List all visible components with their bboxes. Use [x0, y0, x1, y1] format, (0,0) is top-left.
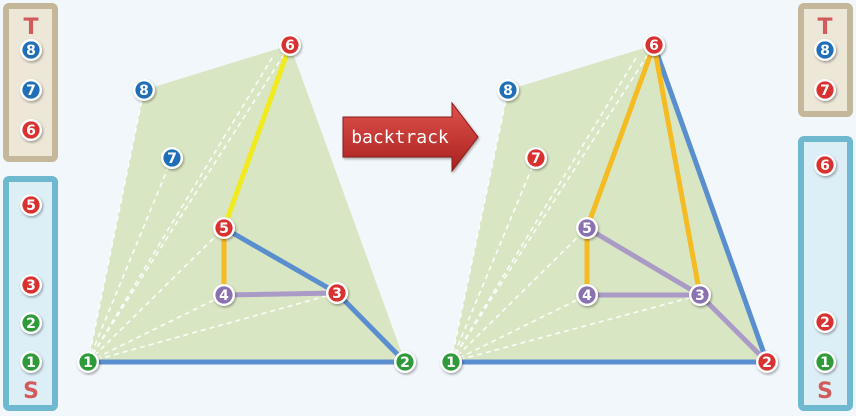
backtrack-label: backtrack [351, 127, 449, 148]
before-edge-2-3 [335, 291, 407, 364]
after-point-3-label: 3 [695, 288, 705, 304]
before-s-stack-item-1-label: 1 [26, 355, 36, 371]
before-t-stack-item-7: 7 [20, 79, 42, 101]
after-edge-2-3 [698, 293, 769, 364]
after-s-stack-item-2-label: 2 [820, 315, 830, 331]
before-t-stack-item-7-label: 7 [26, 83, 36, 99]
after-point-2: 2 [756, 351, 778, 373]
before-point-3: 3 [326, 282, 348, 304]
before-point-1: 1 [77, 351, 99, 373]
before-s-stack-item-3: 3 [20, 274, 42, 296]
after-edge-2-6 [651, 44, 770, 363]
before-diagram [87, 44, 407, 365]
before-s-stack-item-1: 1 [20, 351, 42, 373]
before-point-5: 5 [213, 217, 235, 239]
s-stack-right-letter: S [817, 379, 833, 404]
after-points: 1 2 3 4 5 6 7 8 [440, 34, 778, 373]
after-diagram [450, 44, 770, 365]
t-stack-right-letter: T [817, 15, 832, 40]
before-t-stack-item-8-label: 8 [26, 43, 36, 59]
before-point-2: 2 [394, 351, 416, 373]
before-t-stack-item-6-label: 6 [26, 123, 36, 139]
before-hull-region [88, 45, 405, 362]
after-s-stack-item-2: 2 [814, 311, 836, 333]
after-point-2-label: 2 [762, 355, 772, 371]
before-point-4: 4 [213, 284, 235, 306]
before-point-8-label: 8 [139, 83, 149, 99]
before-s-stack-item-3-label: 3 [26, 278, 36, 294]
after-point-1-label: 1 [446, 355, 456, 371]
s-stack-right [798, 136, 853, 411]
before-s-stack-item-2-label: 2 [26, 316, 36, 332]
after-point-7: 7 [525, 147, 547, 169]
after-s-stack-item-6: 6 [814, 154, 836, 176]
before-edge-3-5 [222, 225, 339, 296]
after-point-6-label: 6 [649, 38, 659, 54]
after-point-3: 3 [689, 284, 711, 306]
before-points: 1 2 3 4 5 6 7 8 [77, 34, 416, 373]
before-point-3-label: 3 [332, 286, 342, 302]
before-t-stack-item-8: 8 [20, 39, 42, 61]
after-fan-lines [450, 44, 701, 363]
before-s-stack-item-5: 5 [20, 194, 42, 216]
after-point-4: 4 [576, 284, 598, 306]
after-edge-3-5 [585, 225, 702, 298]
backtrack-arrow [342, 101, 479, 173]
before-point-6-label: 6 [285, 38, 295, 54]
after-s-stack-item-1: 1 [814, 351, 836, 373]
after-hull-region [451, 45, 767, 362]
before-point-6: 6 [279, 34, 301, 56]
after-s-stack-item-6-label: 6 [820, 158, 830, 174]
after-t-stack-item-7: 7 [814, 79, 836, 101]
before-point-7-label: 7 [167, 151, 177, 167]
before-s-stack-item-2: 2 [20, 312, 42, 334]
after-stack-nodes: 8 7 6 2 1 [814, 39, 836, 373]
before-point-8: 8 [133, 79, 155, 101]
after-point-1: 1 [440, 351, 462, 373]
t-stack-left-letter: T [23, 15, 38, 40]
after-point-7-label: 7 [531, 151, 541, 167]
before-s-stack-item-5-label: 5 [26, 198, 36, 214]
after-point-6: 6 [643, 34, 665, 56]
after-point-8-label: 8 [503, 83, 513, 99]
after-t-stack-item-8: 8 [814, 39, 836, 61]
before-point-5-label: 5 [219, 221, 229, 237]
before-point-2-label: 2 [400, 355, 410, 371]
before-point-1-label: 1 [83, 355, 93, 371]
before-stack-nodes: 8 7 6 5 3 2 1 [20, 39, 42, 373]
after-edge-3-6 [651, 44, 703, 296]
before-t-stack-item-6: 6 [20, 119, 42, 141]
after-s-stack-item-1-label: 1 [820, 355, 830, 371]
after-t-stack-item-8-label: 8 [820, 43, 830, 59]
after-point-8: 8 [497, 79, 519, 101]
after-t-stack-item-7-label: 7 [820, 83, 830, 99]
after-point-4-label: 4 [582, 288, 592, 304]
before-point-4-label: 4 [219, 288, 229, 304]
after-point-5: 5 [576, 217, 598, 239]
before-edge-4-3 [223, 290, 338, 298]
before-point-7: 7 [161, 147, 183, 169]
after-edge-5-6 [584, 44, 657, 229]
s-stack-left-letter: S [23, 379, 39, 404]
after-point-5-label: 5 [582, 221, 592, 237]
before-edge-5-6 [221, 44, 293, 229]
before-fan-lines [87, 44, 338, 363]
